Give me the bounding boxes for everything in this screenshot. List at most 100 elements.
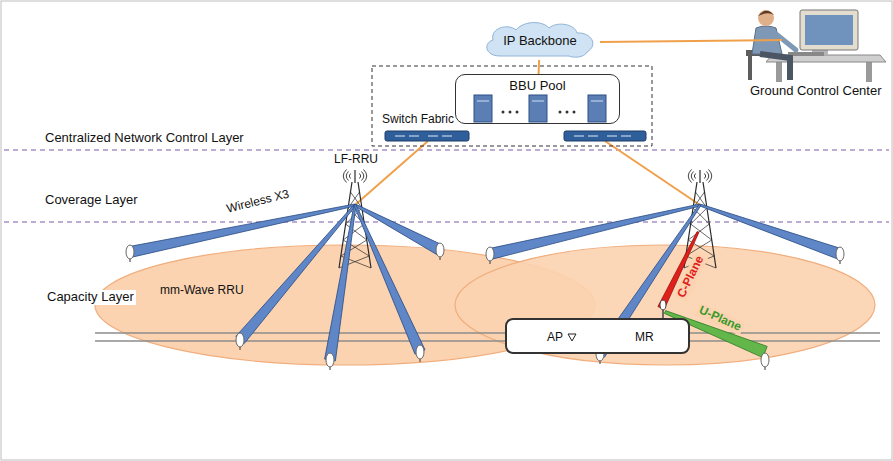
lf-rru-tower — [709, 170, 712, 183]
train-antenna — [660, 300, 666, 310]
device-label: Switch Fabric — [382, 113, 454, 127]
server-pool-box: BBU Pool — [455, 74, 620, 124]
bbu-server — [573, 111, 576, 114]
lf-rru-tower — [703, 182, 716, 268]
lf-rru-tower — [362, 172, 364, 181]
lf-rru-tower — [346, 172, 348, 181]
lf-rru-tower — [343, 224, 364, 240]
switch-fabric-device — [395, 136, 631, 137]
mm-wave-antenna — [236, 333, 244, 347]
cloud-shape — [487, 23, 593, 58]
bbu-server — [474, 95, 606, 122]
layer-divider — [4, 150, 889, 222]
network-link — [600, 40, 782, 42]
mm-wave-antenna — [126, 245, 134, 262]
network-link — [355, 141, 428, 205]
node-title: BBU Pool — [509, 78, 565, 93]
switch-fabric-device — [428, 136, 438, 137]
control-center-figure — [760, 54, 790, 80]
mm-wave-antenna — [486, 247, 494, 264]
bbu-server — [474, 95, 492, 122]
cloud-node: IP Backbone — [480, 20, 600, 60]
control-center-figure — [758, 10, 774, 26]
lf-rru-tower — [707, 172, 709, 181]
radio-beam — [354, 205, 425, 355]
dashed-enclosure — [372, 66, 652, 146]
switch-fabric-device — [564, 131, 646, 141]
bbu-server — [477, 101, 489, 102]
bbu-server — [566, 111, 569, 114]
mm-wave-antenna — [436, 243, 444, 257]
control-center-figure — [866, 62, 872, 82]
switch-fabric-device — [442, 136, 452, 137]
lf-rru-tower — [349, 174, 350, 179]
lf-rru-tower — [343, 170, 346, 183]
mm-wave-antenna — [836, 247, 844, 264]
switch-fabric-device — [385, 131, 469, 141]
control-center-figure — [776, 34, 796, 50]
switch-fabric-device — [621, 136, 631, 137]
lf-rru-tower — [339, 170, 716, 269]
switch-fabric-device — [607, 136, 617, 137]
control-center-figure — [746, 10, 886, 82]
rail-track — [95, 332, 880, 334]
layer-label: Coverage Layer — [45, 193, 138, 208]
layer-label: Centralized Network Control Layer — [45, 131, 244, 146]
site-label: Ground Control Center — [750, 84, 882, 99]
radio-beam — [325, 205, 356, 361]
lf-rru-tower — [354, 170, 355, 183]
bbu-server — [591, 101, 603, 102]
coverage-ellipse — [95, 245, 875, 365]
network-link — [538, 60, 541, 74]
mm-wave-beam — [126, 204, 844, 370]
switch-fabric-device — [409, 136, 419, 137]
mm-wave-antenna — [761, 353, 769, 370]
mm-wave-antenna — [416, 345, 424, 359]
rail-track — [95, 333, 880, 341]
layer-label: Capacity Layer — [45, 290, 136, 305]
control-center-figure — [758, 11, 774, 16]
control-center-figure — [776, 62, 782, 82]
bbu-server — [502, 111, 505, 114]
lf-rru-tower — [364, 170, 367, 183]
switch-fabric-device — [385, 131, 646, 141]
access-point-symbol — [568, 334, 576, 341]
bbu-server — [532, 101, 544, 102]
node-title: IP Backbone — [503, 33, 576, 48]
dashed-enclosure — [372, 66, 652, 146]
control-center-figure — [805, 15, 853, 45]
lf-rru-tower — [691, 172, 693, 181]
device-label: LF-RRU — [334, 153, 378, 167]
lf-rru-tower — [360, 174, 361, 179]
bbu-server — [588, 95, 606, 122]
lf-rru-tower — [688, 170, 691, 183]
control-center-figure — [800, 10, 858, 50]
link-label: Wireless X3 — [225, 188, 290, 217]
layer-divider — [4, 150, 889, 151]
mm-wave-antenna — [761, 353, 769, 367]
rail-track — [95, 340, 880, 342]
bbu-server — [509, 111, 512, 114]
mm-wave-antenna — [236, 333, 244, 350]
lf-rru-tower — [705, 174, 706, 179]
unit-label: AP — [547, 330, 563, 344]
mm-wave-antenna — [486, 247, 494, 261]
device-label: mm-Wave RRU — [160, 284, 244, 298]
mm-wave-antenna — [326, 353, 334, 367]
switch-fabric-device — [588, 136, 598, 137]
radio-beam — [700, 204, 842, 259]
network-link — [605, 141, 700, 205]
bbu-server — [559, 111, 562, 114]
lf-rru-tower — [699, 170, 700, 183]
train-car: APMR — [505, 318, 690, 354]
mm-wave-antenna — [416, 345, 424, 362]
bbu-server — [529, 95, 547, 122]
switch-fabric-device — [395, 136, 405, 137]
mm-wave-antenna — [836, 247, 844, 261]
mm-wave-antenna — [326, 353, 334, 370]
